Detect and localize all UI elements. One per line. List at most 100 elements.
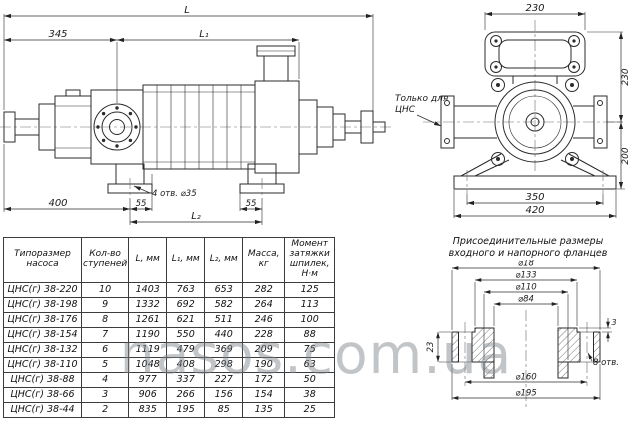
cell-mass: 246 [242, 311, 286, 328]
cell-length-L1: 266 [166, 386, 206, 403]
cell-length-L1: 479 [166, 341, 206, 358]
cell-mass: 172 [242, 371, 286, 388]
cell-stage-count: 7 [80, 326, 130, 343]
cell-length-L1: 408 [166, 356, 206, 373]
cell-length-L: 1190 [128, 326, 168, 343]
side-view-dimensions: L 345 L₁ 400 55 55 L₂ 4 отв. ⌀35 [3, 5, 374, 225]
cell-pump-type: ЦНС(г) 38-110 [3, 356, 82, 373]
cell-mass: 154 [242, 386, 286, 403]
dim-d18-label: ⌀18 [518, 260, 535, 269]
table-row: ЦНС(г) 38-176 8 1261 621 511 246 100 [3, 311, 336, 328]
cell-torque: 50 [284, 371, 336, 388]
bolt-holes-count-label: 8 отв. [593, 358, 619, 368]
cell-mass: 282 [242, 281, 286, 298]
table-row: ЦНС(г) 38-66 3 906 266 156 154 38 [3, 386, 336, 403]
cell-pump-type: ЦНС(г) 38-44 [3, 401, 82, 418]
table-header-row: Типоразмер насоса Кол-во ступеней L, мм … [3, 237, 336, 283]
cell-pump-type: ЦНС(г) 38-220 [3, 281, 82, 298]
cell-stage-count: 8 [80, 311, 130, 328]
cell-torque: 100 [284, 311, 336, 328]
cell-pump-type: ЦНС(г) 38-176 [3, 311, 82, 328]
cell-stage-count: 4 [80, 371, 130, 388]
cell-torque: 88 [284, 326, 336, 343]
cell-mass: 135 [242, 401, 286, 418]
cell-length-L1: 692 [166, 296, 206, 313]
support-legs [460, 153, 610, 177]
cell-length-L2: 85 [204, 401, 244, 418]
col-header-mass: Масса, кг [242, 237, 286, 283]
cell-stage-count: 5 [80, 356, 130, 373]
cell-length-L1: 550 [166, 326, 206, 343]
dim-230-right-label: 230 [621, 68, 631, 85]
dim-3-label: 3 [611, 318, 616, 327]
flange-dimensions: ⌀18 ⌀133 ⌀110 ⌀84 ⌀160 ⌀195 23 3 8 отв. [426, 258, 619, 400]
table-row: ЦНС(г) 38-198 9 1332 692 582 264 113 [3, 296, 336, 313]
cell-length-L: 1332 [128, 296, 168, 313]
cell-stage-count: 6 [80, 341, 130, 358]
cell-mass: 190 [242, 356, 286, 373]
table-row: ЦНС(г) 38-44 2 835 195 85 135 25 [3, 401, 336, 418]
flange-caption-line2: входного и напорного фланцев [448, 247, 608, 259]
dim-d160-label: ⌀160 [515, 372, 536, 382]
dim-d133-label: ⌀133 [515, 270, 536, 280]
cell-length-L1: 621 [166, 311, 206, 328]
cell-pump-type: ЦНС(г) 38-198 [3, 296, 82, 313]
cell-length-L1: 763 [166, 281, 206, 298]
dim-55-right-label: 55 [246, 199, 257, 209]
dim-d195-label: ⌀195 [515, 388, 536, 398]
col-header-torque: Момент затяжки шпилек, Н·м [284, 237, 336, 283]
pump-end-body [440, 31, 617, 194]
cell-pump-type: ЦНС(г) 38-88 [3, 371, 82, 388]
flange-section-block: Присоединительные размеры входного и нап… [424, 236, 632, 422]
table-row: ЦНС(г) 38-88 4 977 337 227 172 50 [3, 371, 336, 388]
flange-caption-line1: Присоединительные размеры [452, 236, 604, 247]
dim-400-label: 400 [48, 198, 67, 209]
cell-length-L2: 653 [204, 281, 244, 298]
cell-length-L2: 156 [204, 386, 244, 403]
cns-only-note-line1: Только для [395, 94, 449, 104]
base-plate [453, 175, 617, 190]
dim-L1-label: L₁ [199, 29, 209, 40]
col-header-stage-count: Кол-во ступеней [80, 237, 130, 283]
table-row: ЦНС(г) 38-132 6 1119 479 369 209 75 [3, 341, 336, 358]
flange-caption: Присоединительные размеры входного и нап… [424, 236, 632, 260]
pump-spec-table: Типоразмер насоса Кол-во ступеней L, мм … [3, 237, 336, 418]
dim-345-label: 345 [48, 29, 67, 40]
dim-d110-label: ⌀110 [515, 282, 536, 292]
pump-table-body: ЦНС(г) 38-220 10 1403 763 653 282 125 ЦН… [3, 281, 336, 418]
cell-length-L: 1119 [128, 341, 168, 358]
cell-mass: 228 [242, 326, 286, 343]
dim-d84-label: ⌀84 [518, 294, 534, 304]
cell-length-L: 977 [128, 371, 168, 388]
pump-end-view-drawing: 230 230 200 350 420 Только для ЦНС [395, 3, 631, 219]
dim-350-label: 350 [525, 192, 544, 203]
flange-cross-section [451, 321, 601, 386]
pump-body [3, 45, 386, 198]
pump-side-view-drawing: L 345 L₁ 400 55 55 L₂ 4 отв. ⌀35 [0, 5, 392, 225]
cell-length-L2: 440 [204, 326, 244, 343]
cell-mass: 264 [242, 296, 286, 313]
col-header-length-L: L, мм [128, 237, 168, 283]
col-header-pump-type: Типоразмер насоса [3, 237, 82, 283]
cell-length-L: 1048 [128, 356, 168, 373]
cns-only-note-line2: ЦНС [395, 105, 416, 115]
dim-L-label: L [184, 5, 190, 16]
cell-torque: 125 [284, 281, 336, 298]
cell-pump-type: ЦНС(г) 38-154 [3, 326, 82, 343]
cell-stage-count: 9 [80, 296, 130, 313]
top-flange-plate [484, 31, 586, 77]
cell-stage-count: 2 [80, 401, 130, 418]
cell-length-L: 1403 [128, 281, 168, 298]
cell-length-L1: 337 [166, 371, 206, 388]
cell-mass: 209 [242, 341, 286, 358]
dim-L2-label: L₂ [191, 211, 201, 222]
col-header-length-L1: L₁, мм [166, 237, 206, 283]
bolt-hole-centerlines [464, 321, 588, 386]
cell-length-L2: 298 [204, 356, 244, 373]
col-header-length-L2: L₂, мм [204, 237, 244, 283]
table-row: ЦНС(г) 38-154 7 1190 550 440 228 88 [3, 326, 336, 343]
cell-length-L2: 227 [204, 371, 244, 388]
cell-torque: 25 [284, 401, 336, 418]
dim-23-label: 23 [426, 341, 436, 352]
